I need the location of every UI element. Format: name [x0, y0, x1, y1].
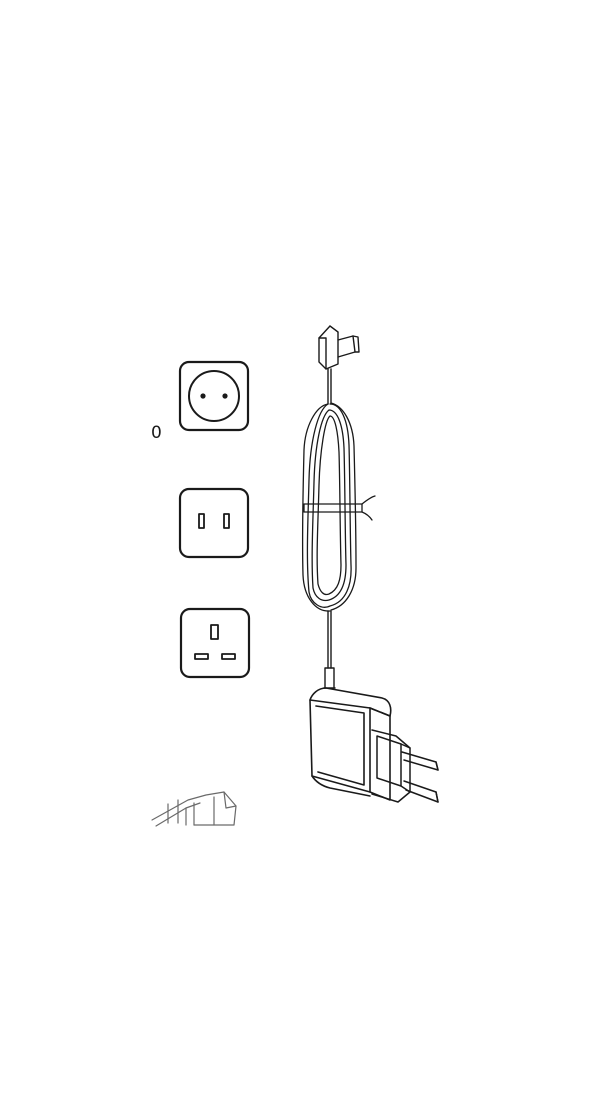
plug-head	[371, 729, 439, 803]
uk-socket-icon	[179, 607, 251, 679]
eu-round-socket-icon	[178, 360, 250, 432]
twist-tie	[303, 495, 376, 521]
strain-relief	[323, 667, 336, 689]
figure-label: 0	[151, 423, 162, 443]
cable-upper	[327, 368, 332, 405]
adapter-body	[309, 687, 392, 801]
power-adapter-illustration	[301, 325, 439, 803]
cable-coil	[301, 402, 357, 612]
us-flat-socket-icon	[178, 487, 250, 559]
partial-plug-drawing	[151, 791, 237, 827]
dc-connector	[318, 325, 360, 370]
cable-lower	[327, 610, 332, 669]
